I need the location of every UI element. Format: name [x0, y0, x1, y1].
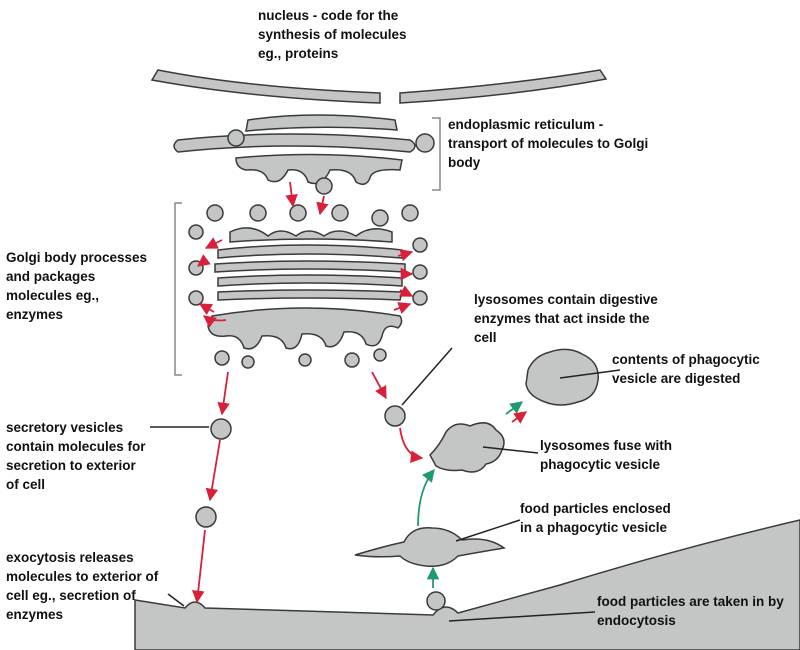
endoplasmic-reticulum-label: endoplasmic reticulum - transport of mol…	[448, 117, 649, 170]
secretory-vesicle-lower	[195, 506, 217, 528]
secretory-vesicle-upper	[210, 418, 232, 440]
endocytosis-particle	[426, 591, 446, 611]
food-particles-enclosed-label: food particles enclosed in a phagocytic …	[520, 501, 671, 535]
golgi-bracket	[174, 202, 182, 376]
er-bracket	[432, 117, 441, 191]
golgi-stack	[207, 227, 406, 369]
exocytosis-label: exocytosis releases molecules to exterio…	[6, 550, 159, 622]
phagocytic-digested-label: contents of phagocytic vesicle are diges…	[612, 352, 760, 386]
golgi-body-label: Golgi body processes and packages molecu…	[6, 250, 148, 322]
secretory-vesicles-label: secretory vesicles contain molecules for…	[6, 420, 146, 492]
red-arrows	[191, 181, 528, 604]
green-arrows	[417, 401, 524, 588]
nucleus-label: nucleus - code for the synthesis of mole…	[258, 8, 407, 61]
leader-lines	[150, 347, 621, 622]
nucleus-envelope-right	[399, 69, 608, 104]
lysosomes-label: lysosomes contain digestive enzymes that…	[474, 292, 658, 345]
golgi-vesicles	[188, 204, 428, 306]
lysosomes-fuse-label: lysosomes fuse with phagocytic vesicle	[540, 438, 673, 472]
phagocytic-vesicle-enclosed	[354, 527, 506, 568]
endoplasmic-reticulum	[173, 114, 435, 195]
lysosome-vesicle	[384, 405, 406, 427]
endocytosis-label: food particles are taken in by endocytos…	[597, 594, 784, 628]
phagocytic-vesicle-fused	[429, 422, 505, 473]
nucleus-envelope-left	[150, 69, 381, 104]
